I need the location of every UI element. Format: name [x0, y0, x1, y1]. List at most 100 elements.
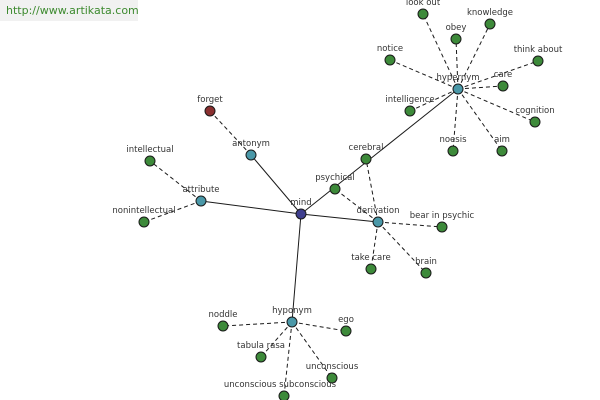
- edge-hypernym-top-to-notice: [389, 59, 459, 90]
- node-care-dot[interactable]: [497, 80, 509, 92]
- node-cerebral-label: cerebral: [349, 143, 384, 153]
- edge-antonym-to-forget: [209, 110, 252, 156]
- node-aim-dot[interactable]: [496, 145, 508, 157]
- node-unconscious-subconscious[interactable]: unconscious subconscious: [224, 380, 337, 400]
- node-hyponym-dot[interactable]: [286, 316, 298, 328]
- node-nonintellectual-dot[interactable]: [138, 216, 150, 228]
- edge-mind-to-derivation: [300, 213, 379, 223]
- edge-hyponym-to-tabula-rasa: [260, 321, 293, 358]
- node-mind[interactable]: mind: [290, 198, 312, 220]
- node-notice[interactable]: notice: [377, 44, 403, 66]
- node-nonintellectual[interactable]: nonintellectual: [112, 206, 176, 228]
- node-hypernym-top[interactable]: hypernym: [436, 73, 480, 95]
- node-cerebral[interactable]: cerebral: [349, 143, 384, 165]
- node-knowledge-dot[interactable]: [484, 18, 496, 30]
- site-url-watermark[interactable]: http://www.artikata.com: [0, 0, 139, 21]
- edge-hypernym-top-to-care: [457, 85, 504, 90]
- node-noddle-dot[interactable]: [217, 320, 229, 332]
- node-aim[interactable]: aim: [494, 135, 510, 157]
- node-take-care-label: take care: [351, 253, 391, 263]
- node-nonintellectual-label: nonintellectual: [112, 206, 175, 216]
- node-care[interactable]: care: [494, 70, 512, 92]
- node-unconscious-subconscious-dot[interactable]: [278, 390, 290, 400]
- node-cognition-dot[interactable]: [529, 116, 541, 128]
- node-psychical-label: psychical: [315, 173, 355, 183]
- node-bear-in-psychic[interactable]: bear in psychic: [410, 211, 475, 233]
- edge-hypernym-top-to-noesis: [452, 88, 459, 152]
- node-brain-dot[interactable]: [420, 267, 432, 279]
- edge-mind-to-hyponym: [291, 213, 302, 323]
- edge-hyponym-to-noddle: [222, 321, 293, 327]
- node-bear-in-psychic-dot[interactable]: [436, 221, 448, 233]
- node-antonym[interactable]: antonym: [232, 139, 270, 161]
- node-unconscious-label: unconscious: [306, 362, 359, 372]
- node-think-about[interactable]: think about: [514, 45, 563, 67]
- node-intellectual-dot[interactable]: [144, 155, 156, 167]
- node-mind-label: mind: [290, 198, 311, 208]
- node-knowledge[interactable]: knowledge: [467, 8, 513, 30]
- node-obey[interactable]: obey: [446, 23, 467, 45]
- node-noesis[interactable]: noesis: [439, 135, 467, 157]
- node-take-care-dot[interactable]: [365, 263, 377, 275]
- edge-derivation-to-bear-in-psychic: [377, 221, 443, 228]
- node-ego[interactable]: ego: [338, 315, 354, 337]
- node-antonym-dot[interactable]: [245, 149, 257, 161]
- node-intelligence-dot[interactable]: [404, 105, 416, 117]
- node-intelligence[interactable]: intelligence: [385, 95, 435, 117]
- node-brain-label: brain: [415, 257, 437, 267]
- node-tabula-rasa-label: tabula rasa: [237, 341, 285, 351]
- node-unconscious-subconscious-label: unconscious subconscious: [224, 380, 337, 390]
- node-take-care[interactable]: take care: [351, 253, 391, 275]
- node-tabula-rasa[interactable]: tabula rasa: [237, 341, 285, 363]
- edge-hyponym-to-ego: [291, 321, 347, 332]
- node-forget[interactable]: forget: [197, 95, 223, 117]
- node-cognition[interactable]: cognition: [515, 106, 555, 128]
- node-ego-dot[interactable]: [340, 325, 352, 337]
- node-forget-dot[interactable]: [204, 105, 216, 117]
- node-cerebral-dot[interactable]: [360, 153, 372, 165]
- node-tabula-rasa-dot[interactable]: [255, 351, 267, 363]
- node-noesis-dot[interactable]: [447, 145, 459, 157]
- node-look-out-dot[interactable]: [417, 8, 429, 20]
- edge-derivation-to-cerebral: [365, 158, 379, 223]
- node-hypernym-top-dot[interactable]: [452, 83, 464, 95]
- edge-hypernym-top-to-intelligence: [409, 88, 459, 112]
- node-hyponym[interactable]: hyponym: [272, 306, 312, 328]
- node-intellectual[interactable]: intellectual: [126, 145, 174, 167]
- node-mind-dot[interactable]: [295, 208, 307, 220]
- node-psychical[interactable]: psychical: [315, 173, 355, 195]
- edge-hypernym-top-to-obey: [455, 38, 459, 90]
- node-knowledge-label: knowledge: [467, 8, 513, 18]
- node-brain[interactable]: brain: [415, 257, 437, 279]
- edge-mind-to-attribute: [200, 200, 302, 215]
- node-hyponym-label: hyponym: [272, 306, 312, 316]
- node-think-about-dot[interactable]: [532, 55, 544, 67]
- node-unconscious-dot[interactable]: [326, 372, 338, 384]
- node-unconscious[interactable]: unconscious: [306, 362, 359, 384]
- edge-hypernym-top-to-think-about: [457, 60, 539, 90]
- node-attribute-dot[interactable]: [195, 195, 207, 207]
- node-derivation[interactable]: derivation: [356, 206, 400, 228]
- edge-mind-to-antonym: [250, 154, 302, 215]
- node-derivation-label: derivation: [356, 206, 399, 216]
- node-obey-label: obey: [446, 23, 467, 33]
- edge-hyponym-to-unconscious-subconscious: [283, 321, 293, 397]
- node-look-out[interactable]: look out: [406, 0, 441, 20]
- node-notice-dot[interactable]: [384, 54, 396, 66]
- edge-derivation-to-psychical: [334, 188, 379, 223]
- node-attribute[interactable]: attribute: [182, 185, 220, 207]
- edge-hypernym-top-to-knowledge: [457, 23, 491, 90]
- node-derivation-dot[interactable]: [372, 216, 384, 228]
- node-noddle-label: noddle: [209, 310, 238, 320]
- node-psychical-dot[interactable]: [329, 183, 341, 195]
- node-attribute-label: attribute: [182, 185, 219, 195]
- node-obey-dot[interactable]: [450, 33, 462, 45]
- node-bear-in-psychic-label: bear in psychic: [410, 211, 475, 221]
- edge-attribute-to-intellectual: [149, 160, 202, 202]
- edge-mind-to-hypernym-top: [300, 88, 459, 215]
- node-aim-label: aim: [494, 135, 510, 145]
- edge-hyponym-to-unconscious: [291, 321, 333, 379]
- edge-derivation-to-take-care: [370, 221, 379, 270]
- node-noddle[interactable]: noddle: [209, 310, 238, 332]
